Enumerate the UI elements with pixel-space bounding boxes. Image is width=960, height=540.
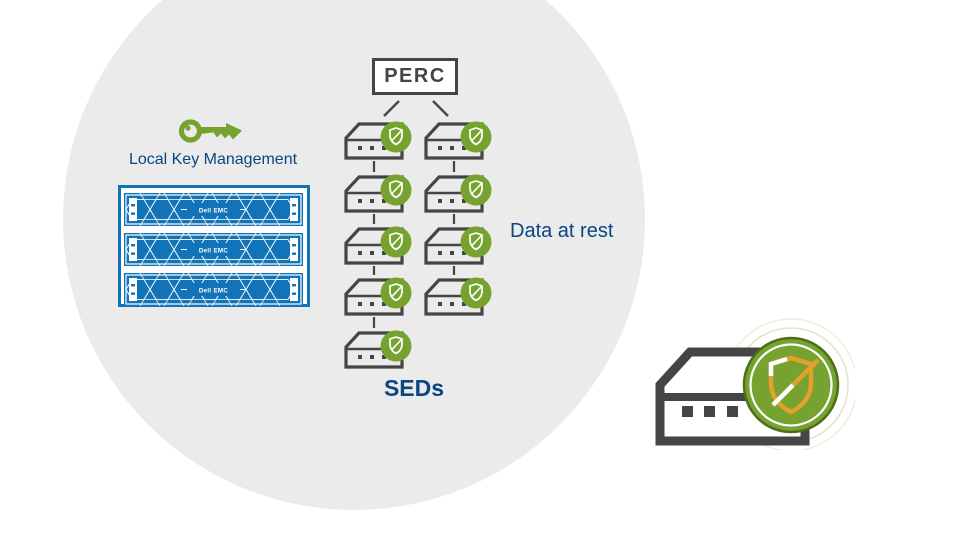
- sed-drive: [344, 330, 412, 369]
- data-at-rest-label: Data at rest: [510, 220, 614, 242]
- server-brand-label: Dell EMC: [199, 288, 228, 295]
- shield-badge-icon: [460, 174, 492, 206]
- encrypted-drive-illustration: [655, 318, 855, 450]
- sed-drive: [424, 174, 492, 213]
- server-unit: Dell EMC: [124, 193, 303, 226]
- sed-drive: [344, 121, 412, 160]
- perc-controller-box: PERC: [372, 58, 458, 95]
- server-brand-label: Dell EMC: [199, 208, 228, 215]
- server-stack: Dell EMC Dell EMC Dell EMC: [118, 185, 310, 307]
- shield-badge-icon: [460, 277, 492, 309]
- sed-drive: [424, 226, 492, 265]
- shield-badge-icon: [380, 277, 412, 309]
- sed-drive: [344, 174, 412, 213]
- shield-badge-icon: [380, 121, 412, 153]
- shield-badge-icon: [460, 121, 492, 153]
- shield-badge-icon: [380, 330, 412, 362]
- local-key-management-label: Local Key Management: [128, 151, 298, 168]
- sed-drive: [424, 277, 492, 316]
- perc-branch-lines: [383, 100, 449, 117]
- shield-badge-icon: [380, 174, 412, 206]
- key-icon: [178, 119, 242, 143]
- server-unit: Dell EMC: [124, 273, 303, 306]
- sed-drive: [344, 226, 412, 265]
- shield-badge-icon: [460, 226, 492, 258]
- server-unit: Dell EMC: [124, 233, 303, 266]
- server-brand-label: Dell EMC: [199, 248, 228, 255]
- sed-drive: [424, 121, 492, 160]
- shield-badge-icon: [742, 336, 840, 434]
- perc-label: PERC: [384, 65, 446, 87]
- drive-chain-lines: [372, 161, 456, 328]
- shield-badge-icon: [380, 226, 412, 258]
- sed-drive: [344, 277, 412, 316]
- seds-label: SEDs: [383, 375, 445, 401]
